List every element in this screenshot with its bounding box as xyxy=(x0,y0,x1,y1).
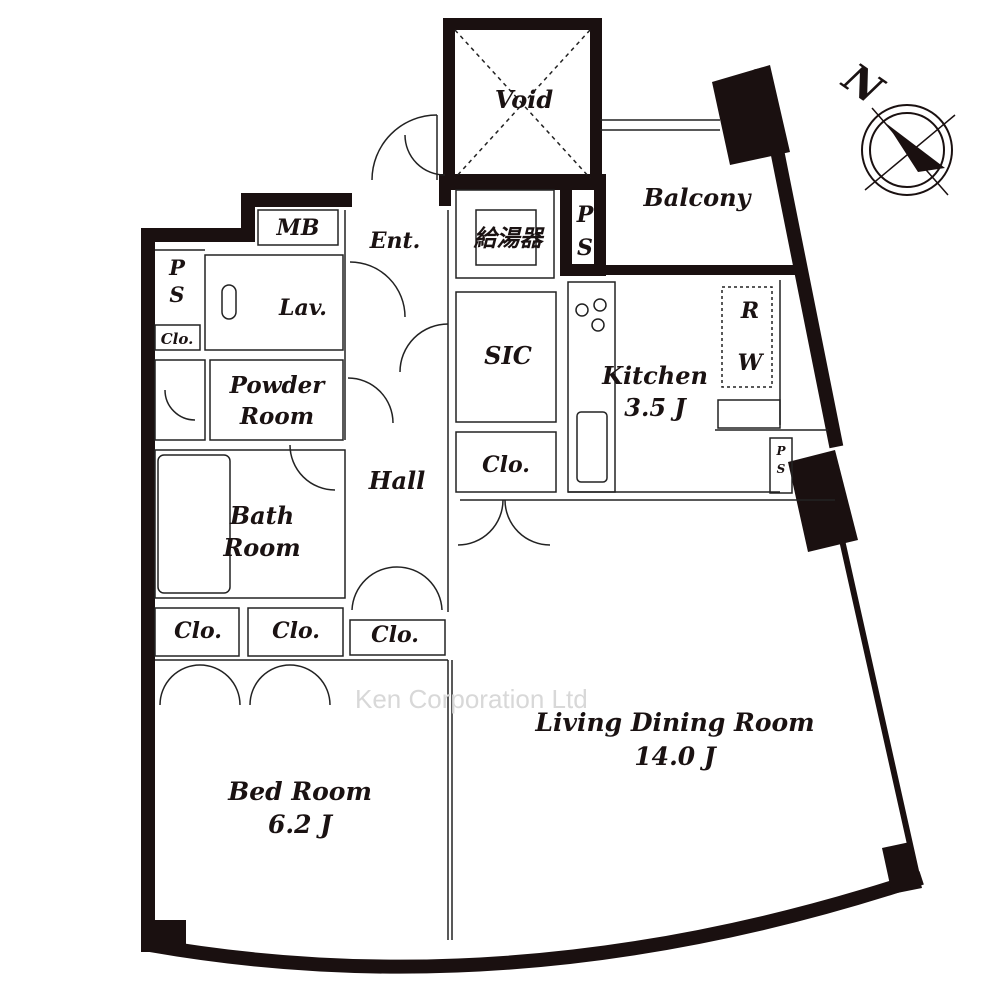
label-closet-hall: Clo. xyxy=(371,622,419,648)
label-lavatory: Lav. xyxy=(278,295,327,321)
label-void: Void xyxy=(495,85,554,114)
label-ps-top-p: P xyxy=(576,202,595,228)
label-washer: W xyxy=(738,350,765,376)
label-hall: Hall xyxy=(368,466,425,495)
label-balcony: Balcony xyxy=(643,183,753,212)
room-labels: Void Balcony MB Ent. 給湯器 P S P S P S Lav… xyxy=(161,85,815,839)
label-ps-left-p: P xyxy=(168,255,186,280)
label-ps-right-p: P xyxy=(775,444,786,458)
label-closet-bed-2: Clo. xyxy=(272,618,320,644)
label-kitchen-size: 3.5 J xyxy=(624,393,687,422)
label-kitchen: Kitchen xyxy=(601,361,708,390)
compass-north-label: N xyxy=(833,53,893,114)
interior-walls xyxy=(154,189,835,940)
label-bath-room-1: Bath xyxy=(229,501,294,530)
label-bed-room-size: 6.2 J xyxy=(268,810,334,839)
label-mb: MB xyxy=(276,215,320,241)
columns xyxy=(148,65,922,950)
label-ps-left-s: S xyxy=(169,282,184,307)
label-sic: SIC xyxy=(484,341,532,370)
label-closet-small: Clo. xyxy=(161,330,194,348)
label-water-heater: 給湯器 xyxy=(473,225,546,252)
label-living-dining-room: Living Dining Room xyxy=(534,708,814,737)
label-powder-room-2: Room xyxy=(239,403,314,430)
label-closet-mid: Clo. xyxy=(482,452,530,478)
label-bed-room: Bed Room xyxy=(227,777,372,806)
watermark: Ken Corporation Ltd xyxy=(355,684,588,714)
doors xyxy=(159,114,551,706)
label-closet-bed-1: Clo. xyxy=(174,618,222,644)
label-bath-room-2: Room xyxy=(222,533,300,562)
label-powder-room-1: Powder xyxy=(229,372,327,399)
north-compass-icon: N xyxy=(833,53,956,196)
balcony-railing xyxy=(600,119,720,131)
label-entrance: Ent. xyxy=(369,228,421,254)
label-living-dining-size: 14.0 J xyxy=(634,742,718,771)
label-ps-top-s: S xyxy=(577,235,593,261)
label-refrigerator: R xyxy=(740,298,759,324)
void-cross xyxy=(454,29,591,179)
label-ps-right-s: S xyxy=(777,462,786,476)
